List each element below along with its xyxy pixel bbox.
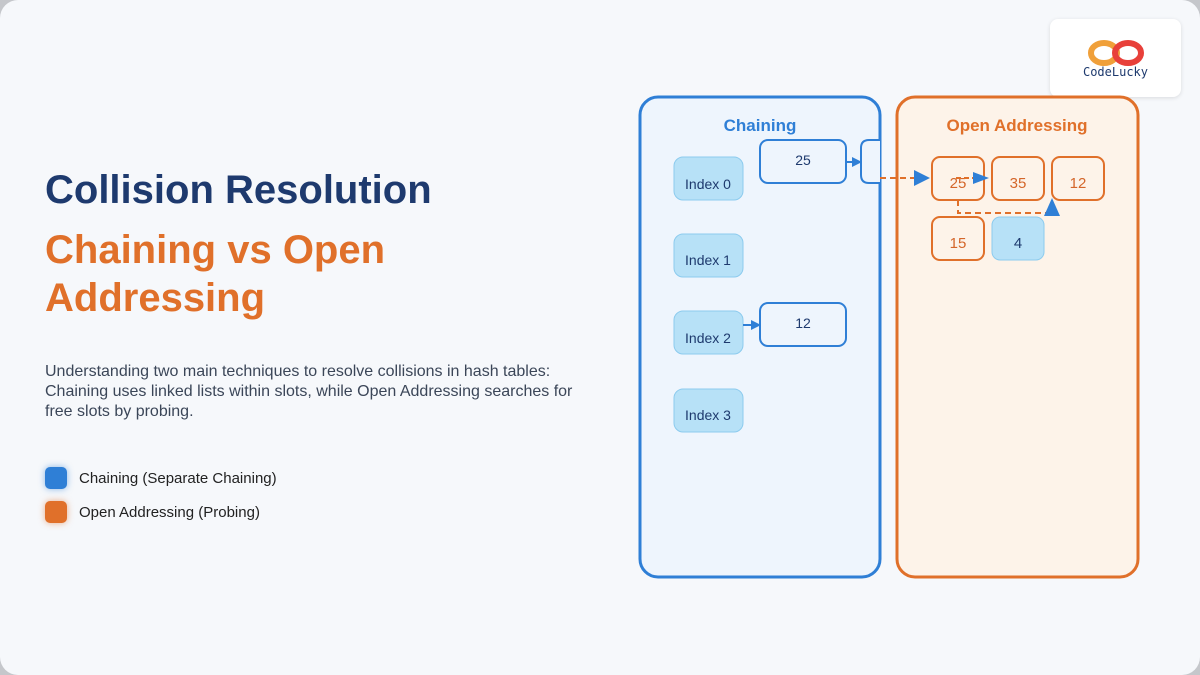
index-label: Index 0 [685, 176, 731, 192]
slide-description: Understanding two main techniques to res… [45, 363, 573, 420]
legend-label: Open Addressing (Probing) [79, 503, 260, 521]
probe-arrow-head [914, 170, 930, 186]
infinity-logo-icon [1088, 40, 1144, 66]
legend-label: Chaining (Separate Chaining) [79, 469, 277, 487]
index-slot: Index 1 [673, 233, 744, 278]
index-slot: Index 0 [673, 156, 744, 201]
chain-node: 12 [759, 302, 847, 347]
probe-arrow-head [1044, 198, 1060, 216]
logo-card: CodeLucky [1050, 19, 1181, 97]
probe-cell-highlighted: 4 [991, 216, 1045, 261]
index-label: Index 2 [685, 330, 731, 346]
chain-node-value: 12 [795, 315, 811, 331]
slide-subtitle: Chaining vs Open Addressing [45, 228, 386, 320]
chain-node-clipped [860, 139, 880, 184]
probe-arrow-head [973, 172, 989, 184]
chain-node: 25 [759, 139, 847, 184]
probe-dashed-line [957, 200, 1050, 214]
probe-cell-value: 4 [1014, 235, 1022, 252]
legend-item-open-addressing: Open Addressing (Probing) [45, 501, 260, 523]
probe-cell-value: 35 [1010, 175, 1027, 192]
index-label: Index 3 [685, 407, 731, 423]
logo-text: CodeLucky [1082, 65, 1149, 79]
chaining-title: Chaining [724, 116, 797, 135]
probe-cell: 12 [1051, 156, 1105, 201]
probe-cell: 15 [931, 216, 985, 261]
legend-swatch-orange [45, 501, 67, 523]
probe-cell-value: 12 [1070, 175, 1087, 192]
legend-item-chaining: Chaining (Separate Chaining) [45, 467, 277, 489]
probe-cell-value: 15 [950, 235, 967, 252]
probe-cell: 35 [991, 156, 1045, 201]
slide-title: Collision Resolution [45, 168, 432, 212]
open-addressing-title: Open Addressing [946, 116, 1087, 135]
index-label: Index 1 [685, 252, 731, 268]
chain-node-value: 25 [795, 152, 811, 168]
probe-cell-value: 25 [950, 175, 967, 192]
index-slot: Index 2 [673, 310, 744, 355]
index-slot: Index 3 [673, 388, 744, 433]
legend-swatch-blue [45, 467, 67, 489]
